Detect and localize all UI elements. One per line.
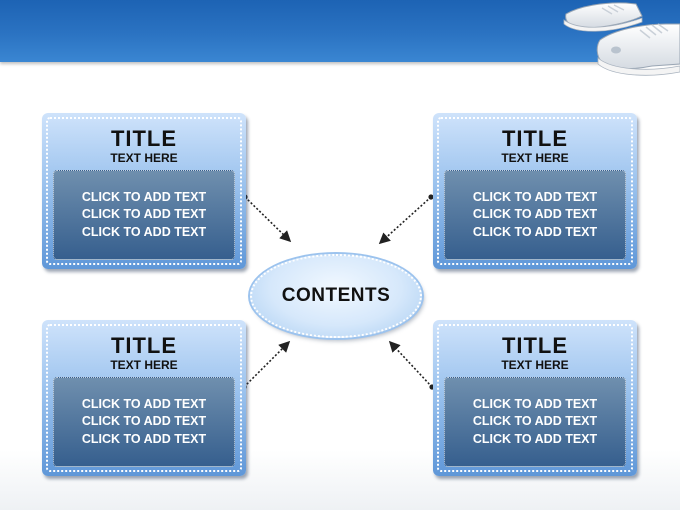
box-text-line: CLICK TO ADD TEXT	[472, 396, 598, 411]
content-box-frame: TITLE TEXT HERE CLICK TO ADD TEXT CLICK …	[46, 117, 242, 265]
box-text-placeholder[interactable]: CLICK TO ADD TEXT CLICK TO ADD TEXT CLIC…	[53, 170, 235, 260]
content-box-top-right: TITLE TEXT HERE CLICK TO ADD TEXT CLICK …	[433, 113, 637, 269]
content-box-top-left: TITLE TEXT HERE CLICK TO ADD TEXT CLICK …	[42, 113, 246, 269]
box-text-line: CLICK TO ADD TEXT	[472, 207, 598, 222]
connector-bottom-right	[388, 340, 435, 390]
connector-bottom-left	[241, 340, 291, 390]
box-text-line: CLICK TO ADD TEXT	[472, 431, 598, 446]
box-text-placeholder[interactable]: CLICK TO ADD TEXT CLICK TO ADD TEXT CLIC…	[444, 377, 626, 467]
box-title[interactable]: TITLE	[110, 126, 178, 151]
box-subtitle[interactable]: TEXT HERE	[501, 358, 569, 372]
box-subtitle[interactable]: TEXT HERE	[501, 151, 569, 165]
box-text-line: CLICK TO ADD TEXT	[472, 224, 598, 239]
box-text-placeholder[interactable]: CLICK TO ADD TEXT CLICK TO ADD TEXT CLIC…	[53, 377, 235, 467]
content-box-frame: TITLE TEXT HERE CLICK TO ADD TEXT CLICK …	[46, 324, 242, 472]
box-text-line: CLICK TO ADD TEXT	[81, 414, 207, 429]
box-text-line: CLICK TO ADD TEXT	[81, 396, 207, 411]
content-box-bottom-left: TITLE TEXT HERE CLICK TO ADD TEXT CLICK …	[42, 320, 246, 476]
header-band	[0, 0, 680, 62]
box-subtitle[interactable]: TEXT HERE	[110, 358, 178, 372]
box-text-line: CLICK TO ADD TEXT	[472, 414, 598, 429]
box-text-placeholder[interactable]: CLICK TO ADD TEXT CLICK TO ADD TEXT CLIC…	[444, 170, 626, 260]
box-text-line: CLICK TO ADD TEXT	[81, 189, 207, 204]
box-title[interactable]: TITLE	[501, 126, 569, 151]
connector-top-left	[242, 194, 292, 243]
content-box-bottom-right: TITLE TEXT HERE CLICK TO ADD TEXT CLICK …	[433, 320, 637, 476]
center-label: CONTENTS	[281, 285, 391, 306]
center-ellipse[interactable]: CONTENTS	[250, 254, 422, 338]
box-subtitle[interactable]: TEXT HERE	[110, 151, 178, 165]
box-text-line: CLICK TO ADD TEXT	[472, 189, 598, 204]
box-text-line: CLICK TO ADD TEXT	[81, 431, 207, 446]
box-title[interactable]: TITLE	[501, 333, 569, 358]
sneakers-icon	[563, 2, 680, 76]
box-text-line: CLICK TO ADD TEXT	[81, 207, 207, 222]
box-text-line: CLICK TO ADD TEXT	[81, 224, 207, 239]
content-box-frame: TITLE TEXT HERE CLICK TO ADD TEXT CLICK …	[437, 324, 633, 472]
box-title[interactable]: TITLE	[110, 333, 178, 358]
content-box-frame: TITLE TEXT HERE CLICK TO ADD TEXT CLICK …	[437, 117, 633, 265]
connector-top-right	[378, 194, 434, 245]
